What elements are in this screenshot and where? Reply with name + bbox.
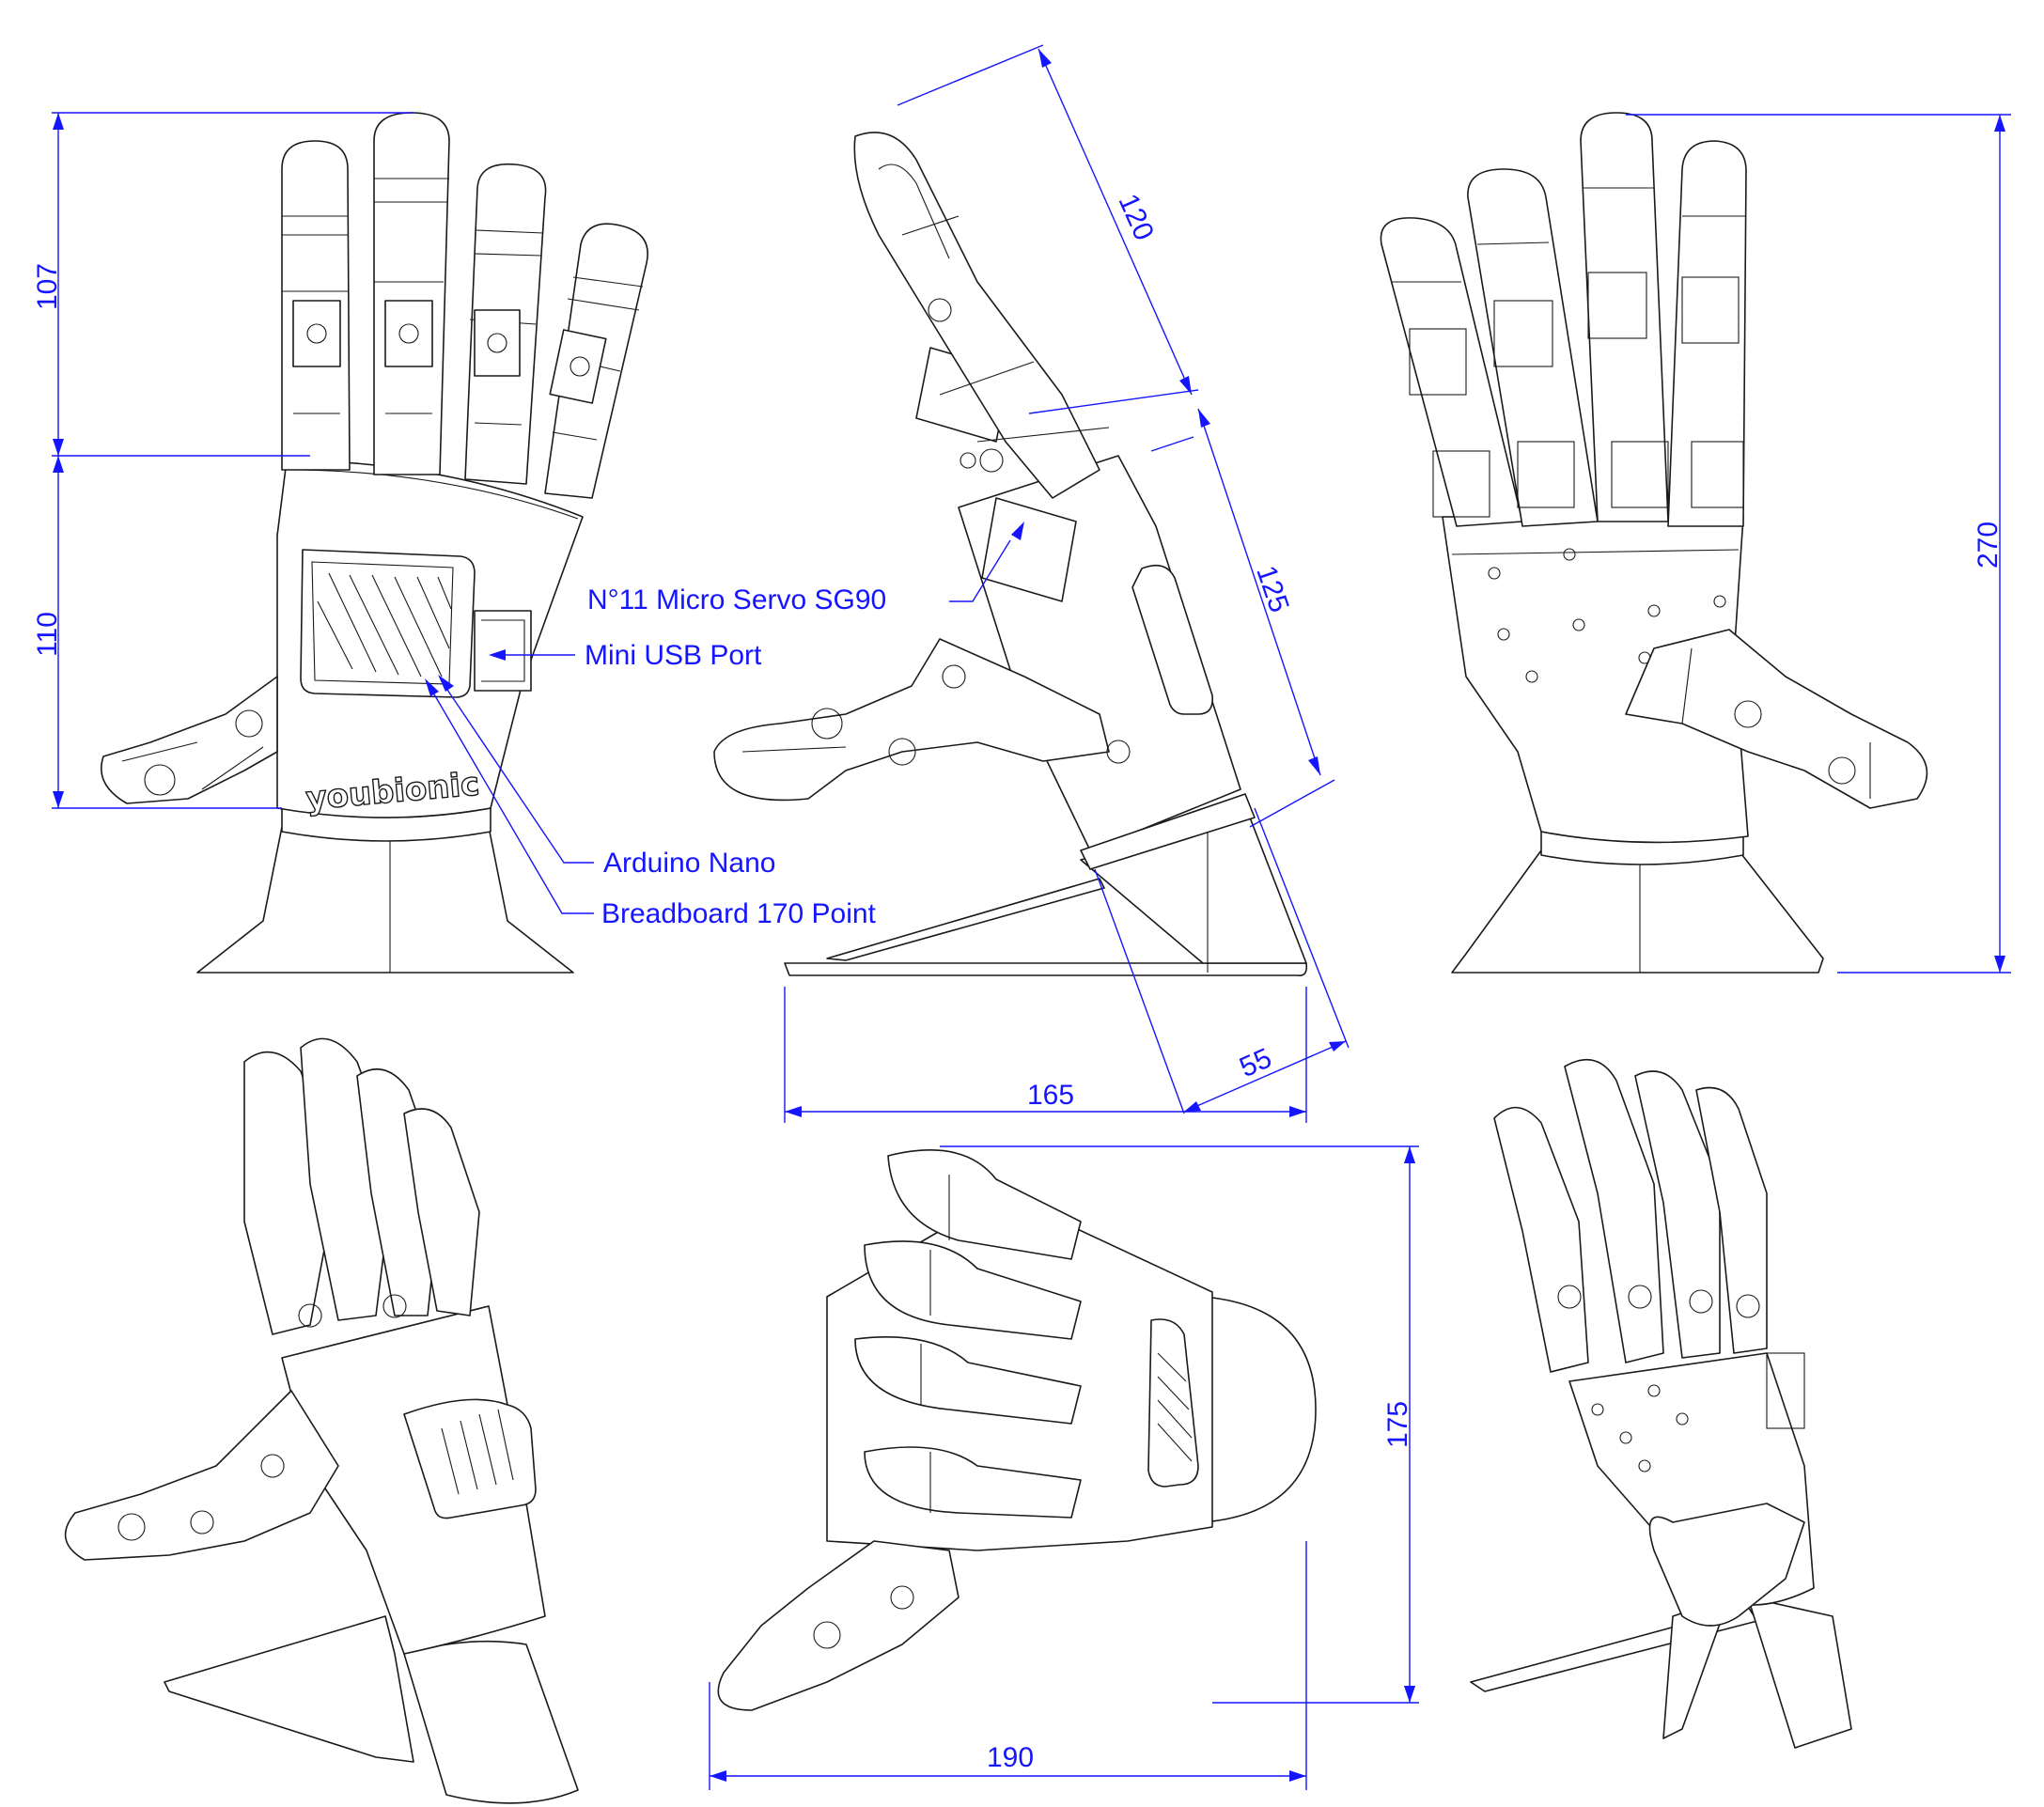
dim-palm-side: 125 — [1250, 562, 1295, 616]
dim-base-width: 165 — [1027, 1080, 1074, 1111]
dim-top-width: 190 — [987, 1742, 1034, 1773]
dim-base-depth: 55 — [1235, 1042, 1276, 1083]
dim-total-height: 270 — [1973, 522, 2004, 569]
label-usb: Mini USB Port — [585, 640, 762, 671]
label-arduino: Arduino Nano — [603, 848, 775, 879]
dimension-lines: 107 110 270 120 125 165 — [32, 44, 2011, 1790]
label-servo: N°11 Micro Servo SG90 — [587, 584, 886, 615]
iso-view-right — [1470, 1058, 1852, 1749]
back-view — [1380, 112, 1928, 974]
callouts: N°11 Micro Servo SG90 Mini USB Port Ardu… — [425, 522, 1024, 929]
dim-finger-side: 120 — [1112, 190, 1160, 245]
label-breadboard: Breadboard 170 Point — [601, 898, 877, 929]
front-view: youbionic — [100, 112, 648, 974]
iso-view-left — [64, 1037, 579, 1804]
dim-palm-height: 110 — [32, 612, 63, 657]
side-view — [713, 132, 1308, 977]
dim-finger-length: 107 — [32, 263, 63, 310]
dim-top-height: 175 — [1382, 1401, 1413, 1448]
top-view — [717, 1149, 1317, 1711]
